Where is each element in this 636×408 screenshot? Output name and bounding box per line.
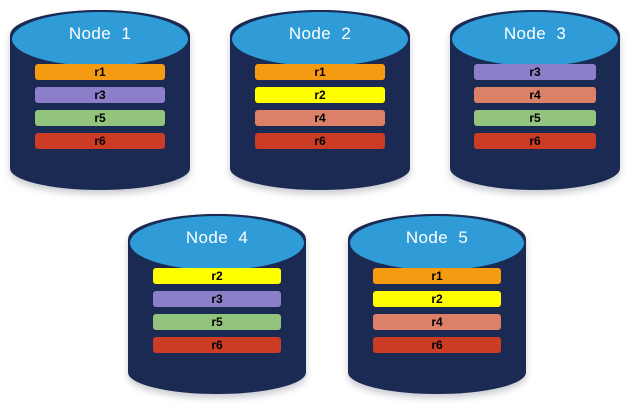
replica-bar[interactable]: r6 [152, 337, 282, 353]
replica-bar[interactable]: r1 [255, 64, 385, 80]
replica-bar[interactable]: r5 [35, 110, 165, 126]
replica-bar[interactable]: r5 [473, 110, 597, 126]
database-node[interactable]: Node 2 r1 r2 r4 r6 [230, 10, 410, 190]
replica-bar[interactable]: r1 [372, 268, 502, 284]
database-node[interactable]: Node 1 r1 r3 r5 r6 [10, 10, 190, 190]
replica-bar[interactable]: r2 [255, 87, 385, 103]
node-label: Node 4 [185, 228, 249, 247]
cylinder-top-icon [10, 10, 190, 68]
replica-list: r1 r3 r5 r6 [10, 64, 190, 149]
cylinder-top-icon [348, 214, 526, 272]
replica-list: r3 r4 r5 r6 [450, 64, 620, 149]
database-node[interactable]: Node 5 r1 r2 r4 r6 [348, 214, 526, 394]
replica-bar[interactable]: r2 [372, 291, 502, 307]
replica-bar[interactable]: r3 [35, 87, 165, 103]
replica-bar[interactable]: r2 [152, 268, 282, 284]
replica-bar[interactable]: r6 [35, 133, 165, 149]
replica-bar[interactable]: r4 [255, 110, 385, 126]
replica-bar[interactable]: r1 [35, 64, 165, 80]
node-label: Node 3 [503, 24, 567, 43]
node-label: Node 1 [68, 24, 132, 43]
replica-bar[interactable]: r3 [473, 64, 597, 80]
replica-list: r1 r2 r4 r6 [230, 64, 410, 149]
database-node[interactable]: Node 3 r3 r4 r5 r6 [450, 10, 620, 190]
replica-list: r2 r3 r5 r6 [128, 268, 306, 353]
database-node[interactable]: Node 4 r2 r3 r5 r6 [128, 214, 306, 394]
replica-bar[interactable]: r6 [473, 133, 597, 149]
replica-list: r1 r2 r4 r6 [348, 268, 526, 353]
replica-bar[interactable]: r6 [372, 337, 502, 353]
cylinder-top-icon [230, 10, 410, 68]
node-label: Node 2 [288, 24, 352, 43]
replica-bar[interactable]: r4 [372, 314, 502, 330]
replica-bar[interactable]: r6 [255, 133, 385, 149]
replica-bar[interactable]: r4 [473, 87, 597, 103]
node-label: Node 5 [405, 228, 469, 247]
replica-bar[interactable]: r5 [152, 314, 282, 330]
replica-bar[interactable]: r3 [152, 291, 282, 307]
